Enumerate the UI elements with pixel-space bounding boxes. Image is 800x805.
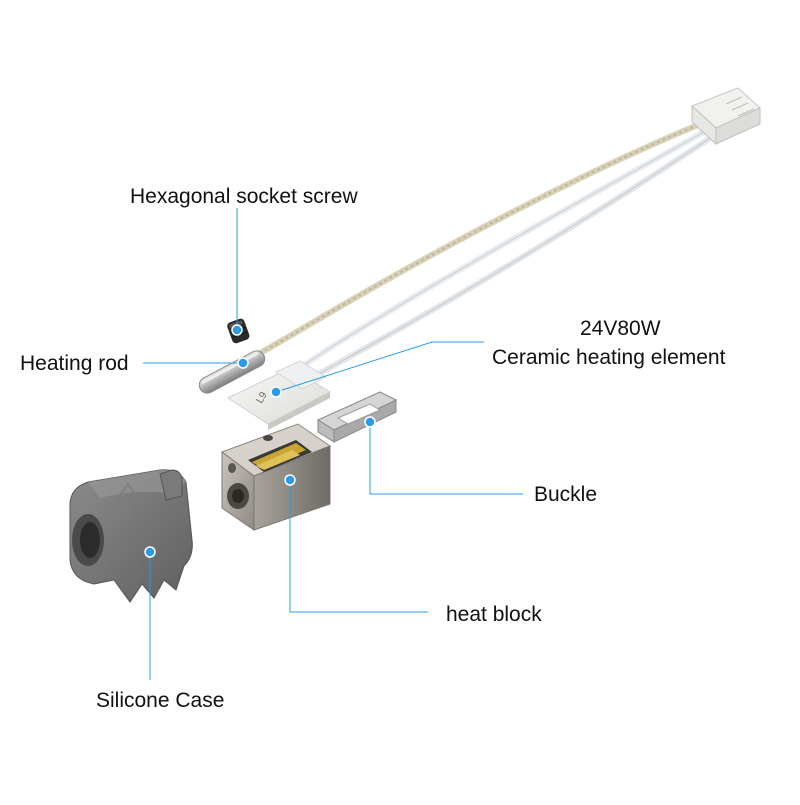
leader-lines	[143, 208, 523, 680]
label-hexagonal-socket-screw: Hexagonal socket screw	[130, 185, 358, 208]
dot-buckle	[364, 416, 376, 428]
dot-silicone	[144, 546, 156, 558]
label-ceramic-heating-element: Ceramic heating element	[492, 346, 726, 369]
silicone-case	[69, 469, 193, 603]
heat-block	[220, 423, 332, 531]
dot-screw	[231, 324, 243, 336]
label-silicone-case: Silicone Case	[96, 689, 225, 712]
dot-heat-block	[284, 474, 296, 486]
dot-heating-rod	[237, 357, 249, 369]
label-heat-block: heat block	[446, 603, 542, 626]
leader-buckle	[369, 422, 523, 495]
ceramic-marking: L9	[255, 390, 270, 406]
leader-ceramic	[275, 341, 484, 393]
cable-assembly	[245, 87, 761, 379]
leader-heat-block	[289, 480, 428, 613]
dot-ceramic	[270, 386, 282, 398]
label-power-rating: 24V80W	[580, 317, 661, 340]
leader-dots	[144, 324, 376, 558]
label-buckle: Buckle	[534, 483, 598, 506]
buckle-clip	[316, 391, 398, 443]
label-heating-rod: Heating rod	[20, 352, 129, 375]
connector-plug	[691, 87, 761, 146]
